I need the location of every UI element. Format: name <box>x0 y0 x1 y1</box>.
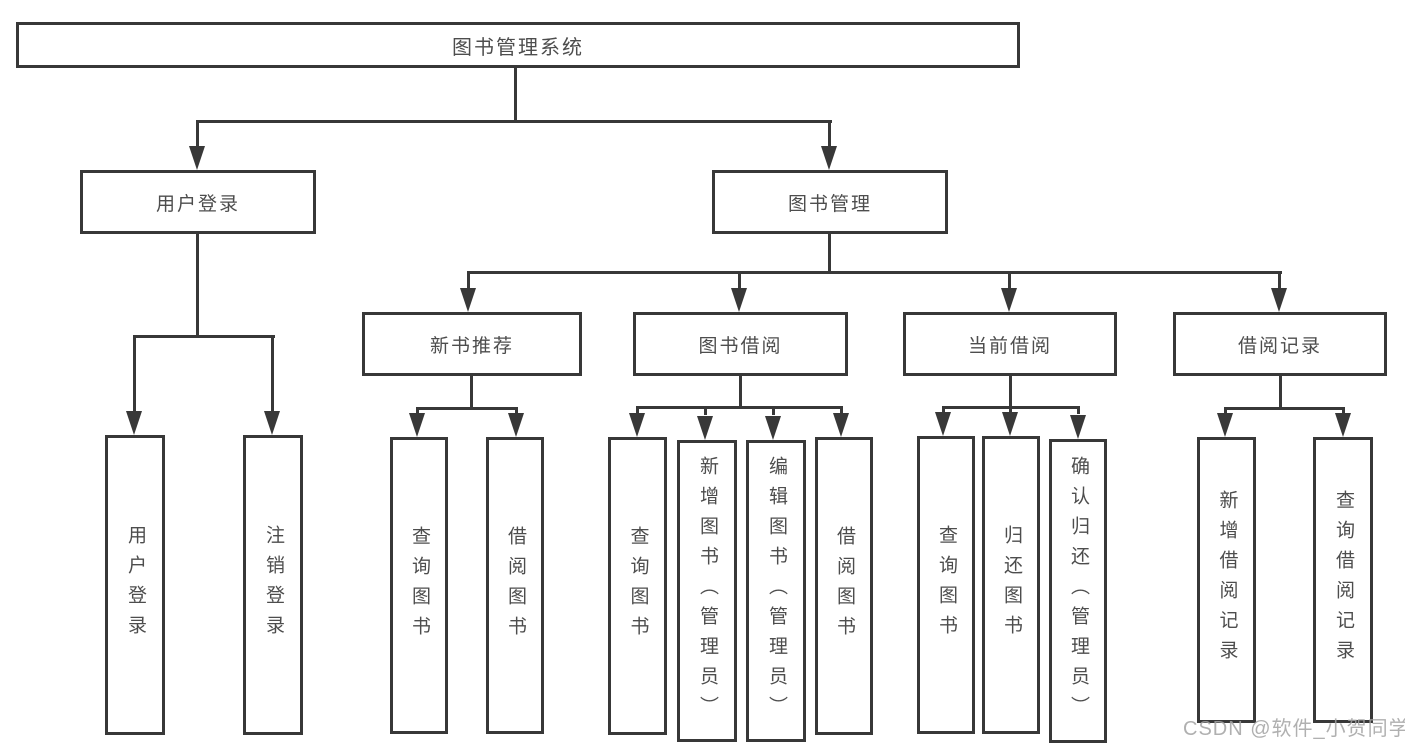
arrow-down <box>409 413 425 437</box>
arrow-down <box>189 146 205 170</box>
connector-drop <box>738 271 741 291</box>
connector-stem <box>739 376 742 408</box>
arrow-down <box>1271 288 1287 312</box>
node-library-system: 图书管理系统 <box>16 22 1020 68</box>
arrow-down <box>697 416 713 440</box>
node-borrow-records: 借阅记录 <box>1173 312 1387 376</box>
arrow-down <box>126 411 142 435</box>
leaf-query-books-recommend-label: 查询图书 <box>408 525 430 646</box>
node-book-management-label: 图书管理 <box>787 193 872 215</box>
connector-stem <box>1279 376 1282 409</box>
node-current-borrowing-label: 当前借阅 <box>967 335 1052 357</box>
leaf-confirm-return-admin-label: 确认归还（管理员） <box>1067 456 1089 726</box>
connector-stem <box>514 68 517 122</box>
leaf-return-books: 归还图书 <box>982 436 1040 734</box>
arrow-down <box>731 288 747 312</box>
arrow-down <box>833 413 849 437</box>
node-book-borrowing-label: 图书借阅 <box>698 335 783 357</box>
connector-drop <box>133 335 136 415</box>
leaf-logout-label: 注销登录 <box>262 525 284 645</box>
node-borrow-records-label: 借阅记录 <box>1237 335 1322 357</box>
connector-drop <box>1278 271 1281 291</box>
arrow-down <box>264 411 280 435</box>
leaf-confirm-return-admin: 确认归还（管理员） <box>1049 439 1107 743</box>
node-user-login: 用户登录 <box>80 170 316 234</box>
connector-drop <box>1077 406 1080 414</box>
leaf-edit-books-admin-label: 编辑图书（管理员） <box>765 456 787 726</box>
leaf-query-borrow-record-label: 查询借阅记录 <box>1332 490 1354 670</box>
connector-stem <box>470 376 473 409</box>
leaf-user-login: 用户登录 <box>105 435 165 735</box>
leaf-return-books-label: 归还图书 <box>1000 525 1022 645</box>
connector-drop <box>942 406 945 414</box>
connector-bar <box>1224 407 1345 410</box>
leaf-query-borrow-record: 查询借阅记录 <box>1313 437 1373 723</box>
connector-drop <box>271 335 274 415</box>
leaf-query-books-borrowing-label: 查询图书 <box>627 526 649 646</box>
connector-stem <box>1009 376 1012 408</box>
connector-drop <box>467 271 470 291</box>
arrow-down <box>1217 413 1233 437</box>
leaf-query-books-recommend: 查询图书 <box>390 437 448 734</box>
connector-drop <box>636 406 639 415</box>
node-new-book-recommend-label: 新书推荐 <box>429 335 514 357</box>
arrow-down <box>508 413 524 437</box>
arrow-down <box>629 413 645 437</box>
connector-bar <box>416 407 518 410</box>
connector-bar <box>636 406 843 409</box>
connector-drop <box>1224 407 1227 415</box>
connector-drop <box>416 407 419 415</box>
arrow-down <box>1070 415 1086 439</box>
arrow-down <box>935 412 951 436</box>
connector-drop <box>828 120 831 150</box>
leaf-borrow-books-recommend-label: 借阅图书 <box>504 525 526 646</box>
connector-stem <box>196 234 199 337</box>
leaf-add-books-admin: 新增图书（管理员） <box>677 440 737 742</box>
connector-drop <box>1009 406 1012 414</box>
arrow-down <box>460 288 476 312</box>
connector-bar <box>133 335 275 338</box>
arrow-down <box>1002 412 1018 436</box>
arrow-down <box>1335 413 1351 437</box>
leaf-borrow-books-recommend: 借阅图书 <box>486 437 544 734</box>
connector-bar <box>467 271 1282 274</box>
connector-stem <box>828 234 831 274</box>
leaf-logout: 注销登录 <box>243 435 303 735</box>
leaf-borrow-books-label: 借阅图书 <box>833 526 855 646</box>
connector-drop <box>515 407 518 415</box>
connector-drop <box>704 406 707 415</box>
leaf-add-borrow-record-label: 新增借阅记录 <box>1216 490 1238 670</box>
leaf-borrow-books: 借阅图书 <box>815 437 873 735</box>
connector-drop <box>1342 407 1345 415</box>
arrow-down <box>765 416 781 440</box>
leaf-edit-books-admin: 编辑图书（管理员） <box>746 440 806 742</box>
leaf-add-borrow-record: 新增借阅记录 <box>1197 437 1256 723</box>
arrow-down <box>1001 288 1017 312</box>
node-new-book-recommend: 新书推荐 <box>362 312 582 376</box>
connector-drop <box>196 120 199 150</box>
watermark: CSDN @软件_小贺同学 <box>1183 718 1405 740</box>
node-library-system-label: 图书管理系统 <box>452 36 584 59</box>
node-book-management: 图书管理 <box>712 170 948 234</box>
arrow-down <box>821 146 837 170</box>
connector-drop <box>840 406 843 415</box>
leaf-query-books-borrowing: 查询图书 <box>608 437 667 735</box>
leaf-query-books-current: 查询图书 <box>917 436 975 734</box>
leaf-user-login-label: 用户登录 <box>124 525 146 645</box>
connector-drop <box>772 406 775 415</box>
node-user-login-label: 用户登录 <box>155 193 240 215</box>
leaf-add-books-admin-label: 新增图书（管理员） <box>696 456 718 726</box>
node-book-borrowing: 图书借阅 <box>633 312 848 376</box>
connector-bar <box>196 120 832 123</box>
node-current-borrowing: 当前借阅 <box>903 312 1117 376</box>
connector-drop <box>1008 271 1011 291</box>
leaf-query-books-current-label: 查询图书 <box>935 525 957 645</box>
